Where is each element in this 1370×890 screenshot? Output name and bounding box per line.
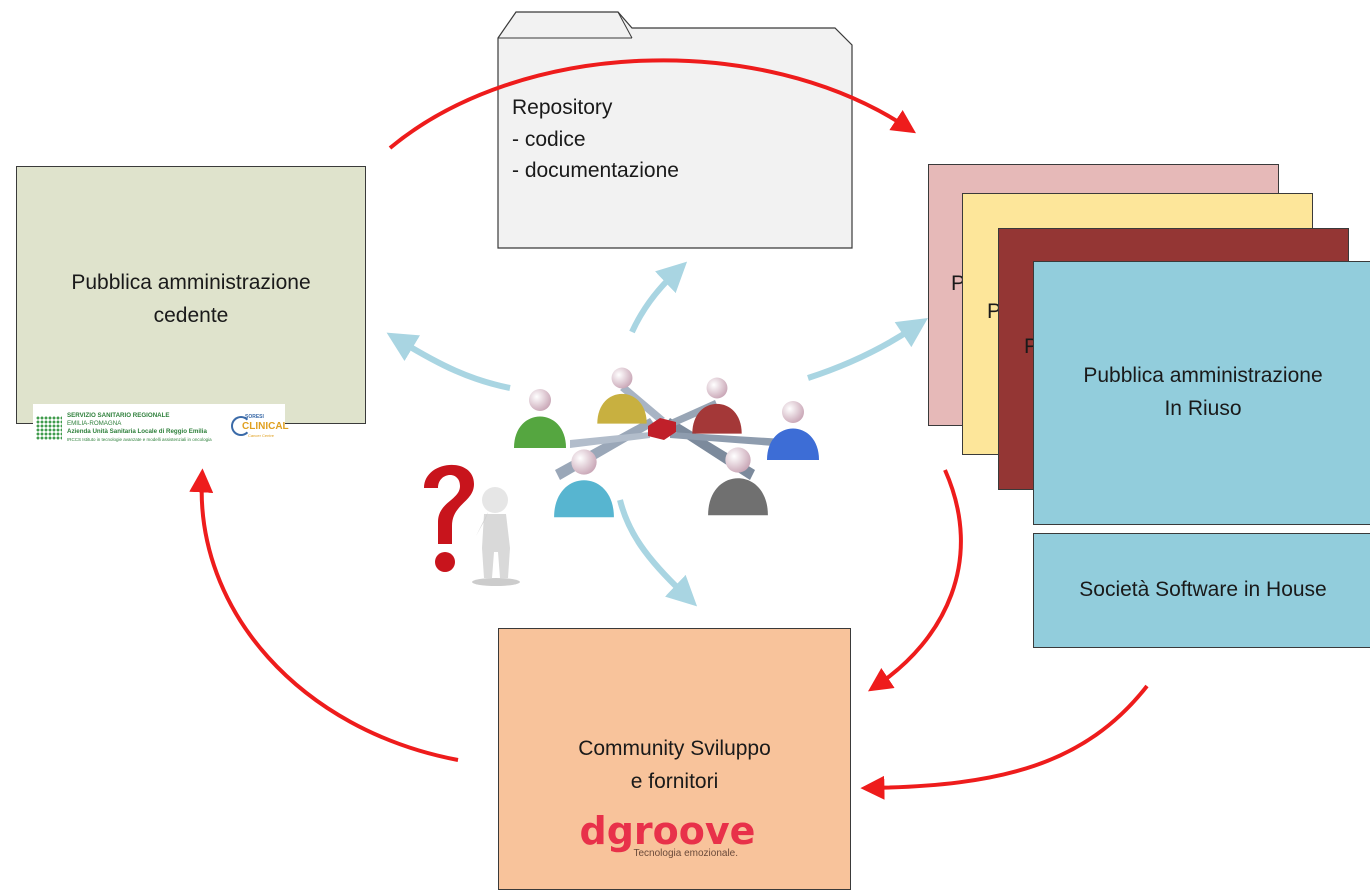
riuso-line-2: In Riuso [1164, 397, 1242, 420]
repository-line-1: Repository [512, 96, 613, 119]
cedente-line-2: cedente [153, 303, 229, 327]
person-blue-body [767, 428, 819, 460]
person-red-head [706, 377, 728, 399]
clinical-arc-icon [231, 416, 251, 436]
node-community: Community Sviluppo e fornitori dgroove T… [498, 628, 851, 890]
stack-2-peek-letter: P [987, 300, 1002, 323]
clinical-main: CLINICAL [242, 421, 289, 432]
person-blue-head [782, 401, 804, 423]
person-cyan-head [571, 449, 597, 475]
person-grey-body [708, 478, 768, 516]
riuso-line-1: Pubblica amministrazione [1083, 364, 1323, 388]
thinker-arm [476, 512, 488, 536]
thinker-body [482, 514, 510, 578]
node-riuso: Pubblica amministrazione In Riuso [1033, 261, 1370, 525]
dgroove-tagline: Tecnologia emozionale. [633, 848, 739, 860]
node-cedente: Pubblica amministrazione cedente [16, 166, 366, 424]
repository-line-2: - codice [512, 127, 586, 151]
repository-line-3: - documentazione [512, 159, 679, 182]
community-line-1: Community Sviluppo [578, 737, 771, 760]
person-yellow-head [611, 367, 633, 389]
ausl-line-1: SERVIZIO SANITARIO REGIONALE [67, 412, 170, 419]
clinical-top: SORESI [245, 414, 264, 420]
logo-clinical: SORESI CLINICAL Cancer Centre [231, 408, 289, 448]
person-green-body [514, 416, 566, 448]
logo-dgroove: dgroove Tecnologia emozionale. [580, 809, 770, 859]
network-hub [648, 418, 676, 440]
ausl-line-4: IRCCS Istituto in tecnologie avanzate e … [67, 437, 212, 442]
person-green-head [529, 389, 551, 411]
inhouse-label: Società Software in House [1079, 578, 1327, 602]
question-figure-illustration [424, 464, 520, 586]
thinker-shadow [472, 578, 520, 586]
node-inhouse: Società Software in House [1033, 533, 1370, 648]
person-red-body [692, 403, 742, 434]
clinical-sub: Cancer Centre [248, 433, 275, 438]
dgroove-name: dgroove [579, 809, 756, 854]
logo-ausl-reggio-emilia: SERVIZIO SANITARIO REGIONALE EMILIA-ROMA… [33, 404, 289, 452]
share-arrow-to-cedente [386, 332, 511, 391]
people-network-illustration [514, 367, 819, 518]
ausl-dot-grid-icon [36, 416, 62, 440]
question-mark-dot [435, 552, 455, 572]
repository-label: Repository - codice - documentazione [512, 92, 679, 187]
arrow-riuso-to-community [868, 469, 963, 692]
person-cyan-body [554, 480, 614, 518]
ausl-line-2: EMILIA-ROMAGNA [67, 420, 122, 427]
question-mark-icon [424, 464, 474, 544]
ausl-line-3: Azienda Unità Sanitaria Locale di Reggio… [67, 428, 207, 435]
thinker-head [482, 487, 508, 513]
arrow-inhouse-to-community [860, 684, 1149, 800]
person-grey-head [725, 447, 751, 473]
share-arrow-to-repository [629, 261, 688, 334]
cedente-line-1: Pubblica amministrazione [71, 271, 311, 294]
stack-1-peek-letter: P [951, 272, 966, 295]
community-line-2: e fornitori [630, 769, 719, 793]
person-yellow-body [597, 393, 647, 424]
